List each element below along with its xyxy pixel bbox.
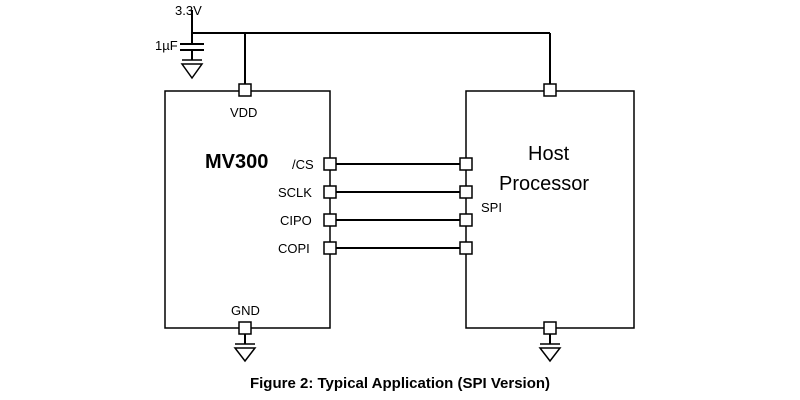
host-vdd-pin	[543, 83, 557, 97]
chip-name: MV300	[205, 151, 268, 173]
capacitor-label: 1µF	[155, 38, 178, 53]
spi-bus-label: SPI	[481, 200, 502, 215]
pin-label-copi: COPI	[278, 241, 310, 256]
host-pin-copi	[459, 241, 473, 255]
host-title-line2: Processor	[499, 173, 589, 195]
supply-voltage-label: 3.3V	[175, 3, 202, 18]
host-ground-icon	[538, 334, 562, 363]
capacitor-ground-icon	[180, 59, 204, 80]
host-pin-sclk	[459, 185, 473, 199]
decoupling-capacitor	[180, 43, 204, 60]
host-gnd-pin	[543, 321, 557, 335]
host-pin-cs	[459, 157, 473, 171]
pin-label-cs: /CS	[292, 157, 314, 172]
gnd-pin	[238, 321, 252, 335]
chip-pin-cipo	[323, 213, 337, 227]
pin-label-sclk: SCLK	[278, 185, 312, 200]
vdd-pin	[238, 83, 252, 97]
pin-label-cipo: CIPO	[280, 213, 312, 228]
host-title-line1: Host	[528, 143, 570, 165]
chip-ground-icon	[233, 334, 257, 363]
mv300-chip-body	[164, 90, 331, 329]
chip-pin-sclk	[323, 185, 337, 199]
host-pin-cipo	[459, 213, 473, 227]
host-processor-body	[465, 90, 635, 329]
chip-pin-cs	[323, 157, 337, 171]
gnd-label: GND	[231, 303, 260, 318]
vdd-label: VDD	[230, 105, 257, 120]
chip-pin-copi	[323, 241, 337, 255]
figure-caption: Figure 2: Typical Application (SPI Versi…	[250, 375, 550, 392]
